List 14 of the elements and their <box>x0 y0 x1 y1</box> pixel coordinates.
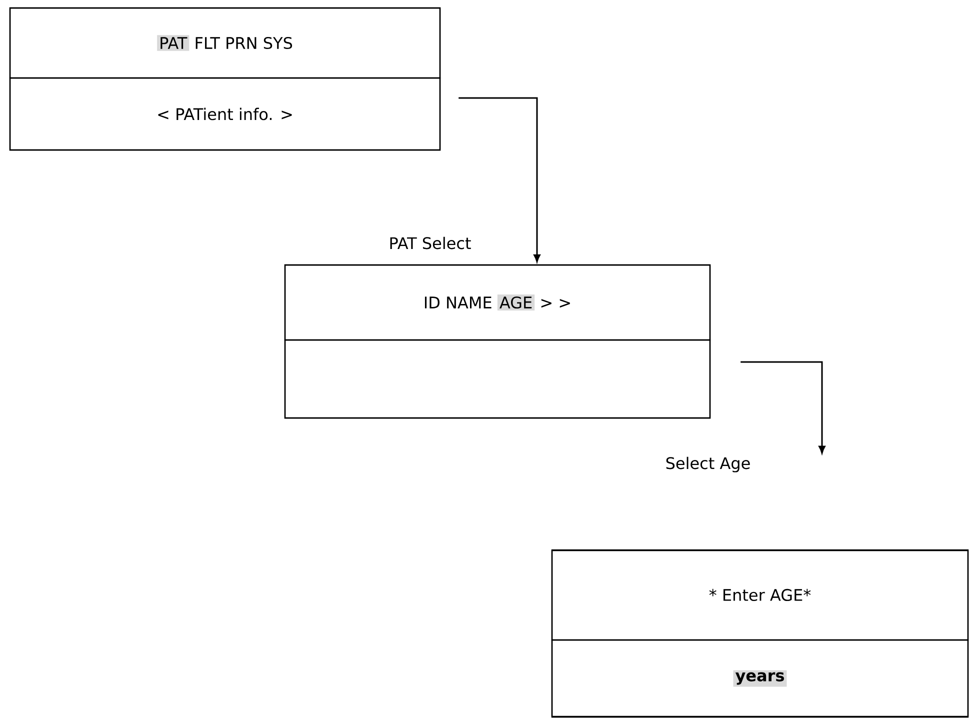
arrow <box>458 97 540 262</box>
menu-row <box>551 639 969 718</box>
screen-title: PAT Select <box>390 236 471 250</box>
highlighted-word: AGE <box>497 294 535 311</box>
highlighted-word: years <box>733 670 787 687</box>
menu-row: * Enter AGE* <box>551 549 969 641</box>
screen-frame <box>551 550 969 718</box>
empty-row <box>284 339 711 419</box>
arrow <box>740 361 826 454</box>
menu-row: PAT FLT PRN SYS <box>9 7 441 79</box>
menu-row: ID NAME AGE > > <box>284 264 711 341</box>
menu-row: < PATient info. > <box>9 77 441 151</box>
highlighted-word: PAT <box>157 35 190 51</box>
screen-title: Select Age <box>666 456 750 472</box>
